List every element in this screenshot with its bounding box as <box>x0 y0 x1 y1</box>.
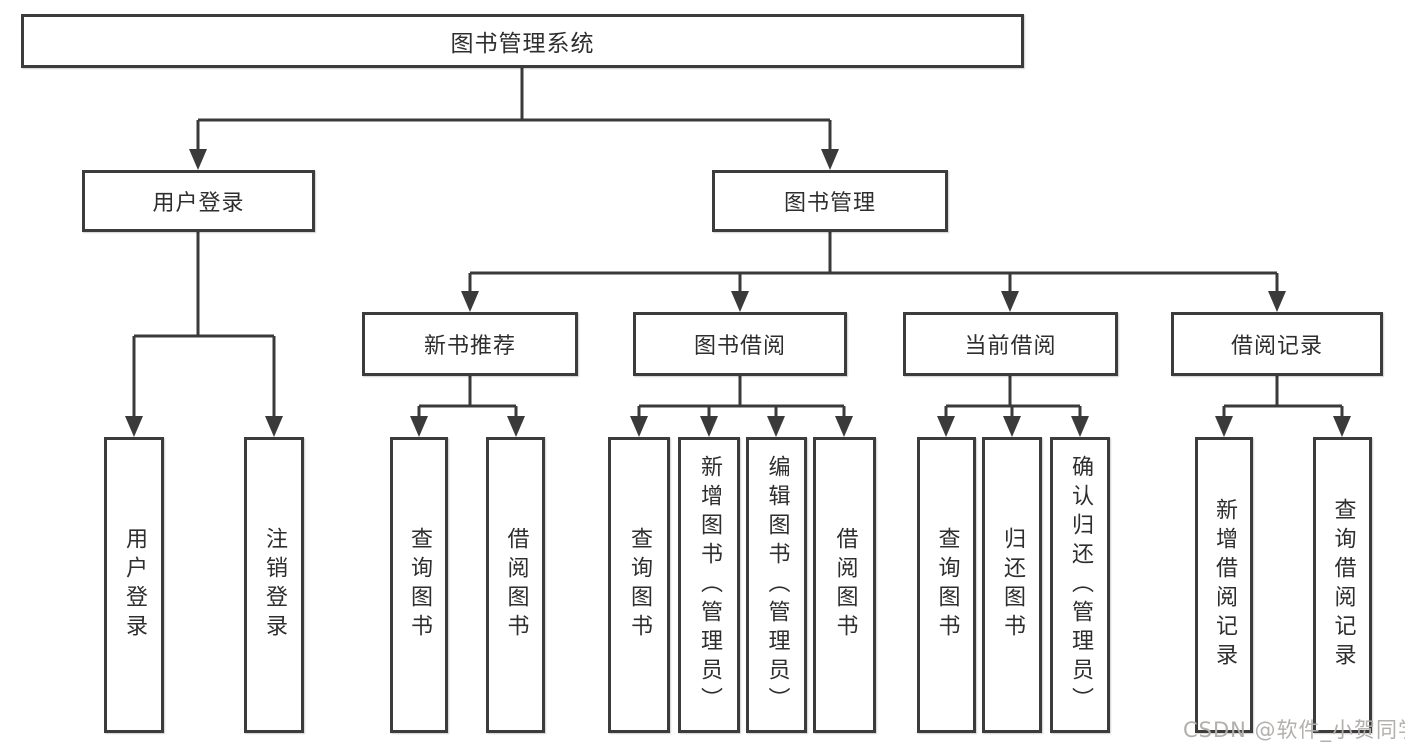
node-leaf-query-books-1-label: 查询图书 <box>407 527 432 643</box>
node-leaf-user-login: 用户登录 <box>104 437 164 733</box>
node-leaf-query-borrow-record: 查询借阅记录 <box>1313 437 1372 733</box>
node-leaf-return-books-label: 归还图书 <box>1000 527 1025 643</box>
node-book-management-label: 图书管理 <box>783 191 876 216</box>
node-leaf-logout-label: 注销登录 <box>262 527 287 643</box>
node-leaf-query-books-2-label: 查询图书 <box>627 527 652 643</box>
node-borrow-records-label: 借阅记录 <box>1230 334 1323 359</box>
node-leaf-user-login-label: 用户登录 <box>122 527 147 643</box>
node-leaf-borrow-books-1: 借阅图书 <box>486 437 545 733</box>
node-leaf-add-books-admin-label: 新增图书（管理员） <box>697 454 722 716</box>
node-new-book-recommend: 新书推荐 <box>362 312 578 376</box>
node-leaf-confirm-return-admin: 确认归还（管理员） <box>1050 437 1110 733</box>
node-leaf-logout: 注销登录 <box>244 437 304 733</box>
arrowheads <box>125 149 1351 437</box>
node-current-borrow-label: 当前借阅 <box>964 334 1057 359</box>
node-book-management: 图书管理 <box>712 170 948 232</box>
node-leaf-add-books-admin: 新增图书（管理员） <box>678 437 740 733</box>
node-leaf-edit-books-admin-label: 编辑图书（管理员） <box>764 454 790 716</box>
node-user-login-label: 用户登录 <box>152 191 245 216</box>
node-leaf-borrow-books-2-label: 借阅图书 <box>832 527 858 643</box>
node-leaf-query-books-3-label: 查询图书 <box>934 527 960 643</box>
node-leaf-query-borrow-record-label: 查询借阅记录 <box>1330 498 1356 672</box>
node-leaf-add-borrow-record-label: 新增借阅记录 <box>1212 498 1237 672</box>
node-leaf-add-borrow-record: 新增借阅记录 <box>1195 437 1253 733</box>
node-leaf-query-books-2: 查询图书 <box>608 437 670 733</box>
node-leaf-borrow-books-2: 借阅图书 <box>813 437 876 733</box>
node-leaf-query-books-1: 查询图书 <box>390 437 448 733</box>
node-leaf-borrow-books-1-label: 借阅图书 <box>503 527 529 643</box>
node-book-borrow-label: 图书借阅 <box>693 334 786 359</box>
node-leaf-confirm-return-admin-label: 确认归还（管理员） <box>1068 454 1093 716</box>
node-leaf-query-books-3: 查询图书 <box>917 437 976 733</box>
watermark: CSDN @软件_小贺同学 <box>1183 718 1405 742</box>
node-leaf-return-books: 归还图书 <box>982 437 1042 733</box>
node-new-book-recommend-label: 新书推荐 <box>423 334 516 359</box>
node-borrow-records: 借阅记录 <box>1171 312 1383 376</box>
node-root-label: 图书管理系统 <box>450 31 595 57</box>
node-root: 图书管理系统 <box>21 14 1024 68</box>
connector-path <box>132 68 1344 421</box>
node-current-borrow: 当前借阅 <box>903 312 1118 376</box>
node-leaf-edit-books-admin: 编辑图书（管理员） <box>746 437 807 733</box>
node-book-borrow: 图书借阅 <box>633 312 847 376</box>
node-user-login: 用户登录 <box>82 170 315 232</box>
